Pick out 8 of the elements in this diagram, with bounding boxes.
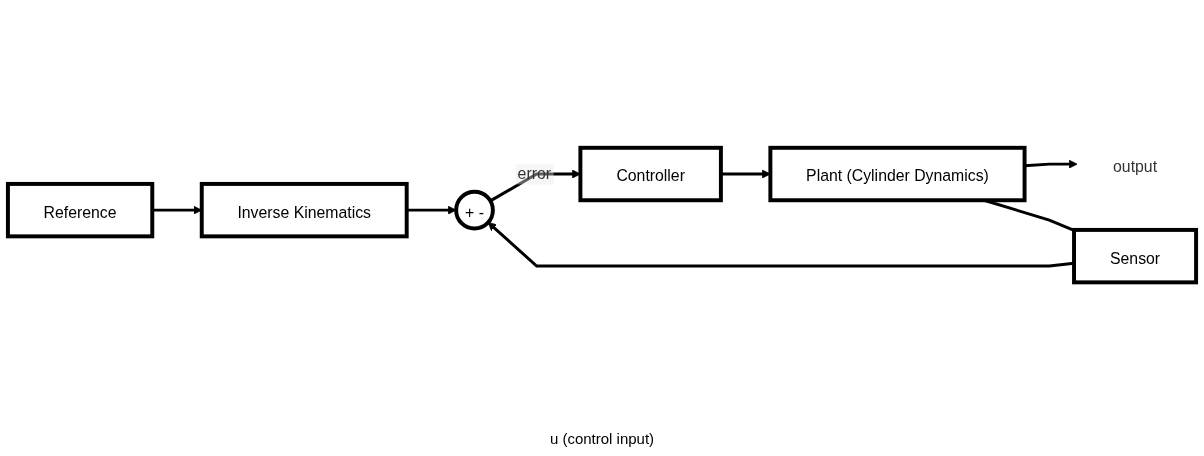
node-circle: + -: [454, 189, 495, 231]
node-box: Sensor: [1072, 227, 1199, 285]
node-box: Controller: [578, 145, 723, 203]
node-text: output: [1113, 157, 1158, 175]
node-box: Plant (Cylinder Dynamics): [768, 145, 1027, 203]
signal-label: u (control input): [549, 429, 655, 447]
node-box: Reference: [5, 181, 155, 239]
node-box: Inverse Kinematics: [199, 181, 409, 239]
